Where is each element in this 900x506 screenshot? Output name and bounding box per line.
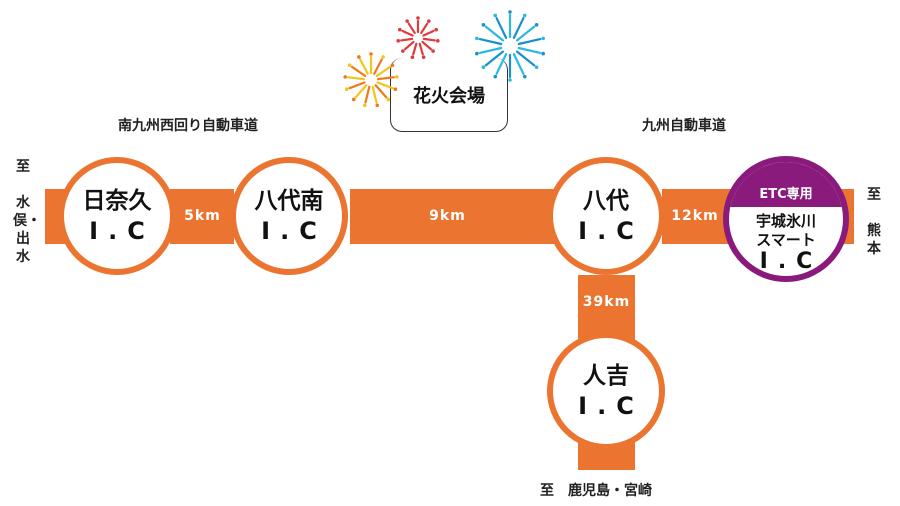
destination-west-place: 水俣・出水 — [13, 195, 41, 265]
road-segment-5km — [170, 189, 234, 244]
interchange-suffix: I.C — [578, 217, 644, 245]
road-name-kyushu-expressway: 九州自動車道 — [642, 118, 726, 134]
destination-east-to: 至 — [867, 187, 881, 203]
destination-south: 至 鹿児島・宮崎 — [540, 483, 652, 499]
interchange-name: スマート — [756, 231, 816, 249]
firework-icon — [475, 10, 545, 82]
firework-icon — [396, 16, 440, 59]
destination-east-place: 熊本 — [867, 223, 881, 257]
interchange-suffix: I.C — [759, 249, 823, 274]
firework-icon — [343, 52, 399, 108]
interchange-yatsushiro: 八代 I.C — [547, 157, 665, 275]
fireworks-venue-label: 花火会場 — [413, 86, 485, 107]
interchange-suffix: I.C — [578, 392, 644, 420]
interchange-name: 八代 — [583, 188, 629, 214]
distance-label: 9km — [429, 208, 466, 224]
distance-label: 5km — [184, 208, 221, 224]
road-segment-12km — [662, 189, 732, 244]
interchange-name: 八代南 — [254, 188, 324, 214]
interchange-name: 人吉 — [583, 363, 629, 389]
interchange-uki-hikawa-smart: ETC専用 宇城氷川 スマート I.C — [723, 156, 849, 282]
distance-label: 12km — [671, 208, 719, 224]
interchange-name: 宇城氷川 — [755, 212, 816, 230]
distance-label: 39km — [582, 294, 631, 310]
fireworks-venue-box — [390, 58, 508, 132]
interchange-yatsushiro-minami: 八代南 I.C — [230, 157, 348, 275]
destination-west-to: 至 — [16, 159, 30, 175]
interchange-name: 日奈久 — [82, 188, 152, 214]
interchange-suffix: I.C — [89, 217, 155, 245]
road-name-minami-kyushu-nishimawari: 南九州西回り自動車道 — [118, 118, 258, 134]
road-segment-9km — [350, 189, 555, 244]
interchange-hinagu: 日奈久 I.C — [58, 157, 176, 275]
etc-only-badge: ETC専用 — [729, 162, 843, 207]
interchange-suffix: I.C — [261, 217, 327, 245]
interchange-hitoyoshi: 人吉 I.C — [547, 332, 665, 450]
